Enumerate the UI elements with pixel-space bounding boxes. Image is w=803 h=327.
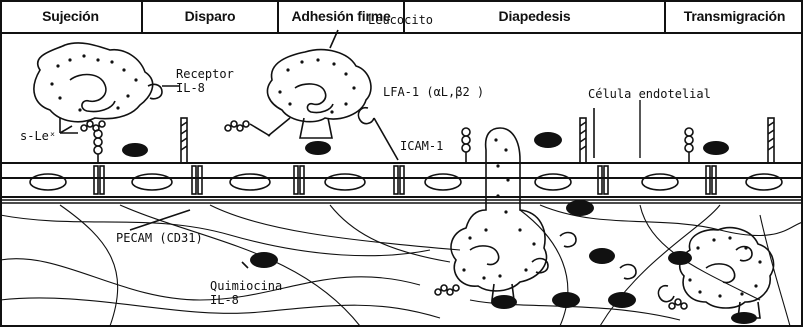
- selectin-post: [181, 118, 187, 163]
- label-lfa1: LFA-1 (αL,β2 ): [383, 85, 484, 99]
- label-icam1: ICAM-1: [400, 139, 443, 153]
- icam-receptor: [685, 128, 693, 163]
- pecam-junction: [598, 166, 608, 194]
- label-slex: s-Leˣ: [20, 129, 56, 143]
- receptor-hook: [620, 265, 636, 279]
- label-il8-receptor: IL-8: [176, 81, 205, 95]
- slex-chain: [225, 121, 270, 136]
- slex-chain: [81, 121, 105, 131]
- label-pecam: PECAM (CD31): [116, 231, 203, 245]
- endothelial-nucleus: [746, 174, 782, 190]
- endothelial-nucleus: [425, 174, 461, 190]
- label-leucocito: Leucocito: [368, 13, 433, 27]
- label-quimiocina: Quimiocina: [210, 279, 282, 293]
- pecam-junction: [94, 166, 104, 194]
- label-receptor: Receptor: [176, 67, 234, 81]
- endothelial-nucleus: [230, 174, 270, 190]
- icam-receptor: [94, 130, 102, 163]
- selectin-post: [768, 118, 774, 163]
- icam-receptor: [462, 128, 470, 163]
- selectin-post: [580, 118, 586, 163]
- label-celula-endotelial: Célula endotelial: [588, 87, 711, 101]
- label-il8-quimiocina: IL-8: [210, 293, 239, 307]
- endothelium: [0, 163, 803, 203]
- leukocyte-activated: [267, 50, 398, 160]
- endothelial-nucleus: [642, 174, 678, 190]
- pecam-junction: [706, 166, 716, 194]
- receptor-hook: [736, 247, 752, 261]
- receptor-hook: [560, 233, 576, 247]
- endothelial-nucleus: [30, 174, 66, 190]
- slex-chain: [435, 285, 459, 295]
- endothelial-nucleus: [132, 174, 172, 190]
- endothelial-nucleus: [325, 174, 365, 190]
- leukocyte-rolling: [34, 43, 162, 133]
- pecam-junction: [394, 166, 404, 194]
- pecam-junction: [294, 166, 304, 194]
- pecam-junction: [192, 166, 202, 194]
- endothelial-nucleus: [535, 174, 571, 190]
